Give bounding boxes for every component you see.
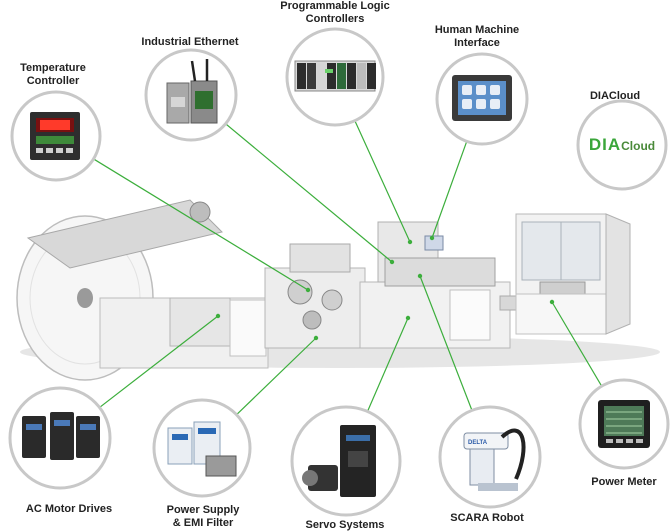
packaging-enclosure	[515, 213, 631, 335]
label-ac-motor-drives: AC Motor Drives	[25, 503, 113, 515]
connector-dot-power-meter	[549, 299, 555, 305]
power-meter-product-image	[598, 400, 650, 448]
connector-line-scara-robot	[419, 275, 473, 411]
servo-systems-product-image	[302, 425, 376, 497]
connector-dot-temperature-controller	[305, 287, 311, 293]
product-circle-industrial-ethernet[interactable]	[144, 48, 238, 142]
connector-lines	[93, 120, 603, 416]
connector-line-servo-systems	[366, 317, 409, 412]
product-circle-temperature-controller[interactable]	[10, 90, 102, 182]
power-supply-product-image	[167, 421, 237, 477]
hmi-product-image	[452, 75, 512, 121]
connector-line-power-meter	[551, 301, 603, 387]
connector-line-plc	[354, 120, 411, 243]
connector-line-power-supply	[236, 337, 317, 416]
connector-dot-servo-systems	[405, 315, 411, 321]
label-diacloud: DIACloud	[589, 90, 641, 102]
label-industrial-ethernet: Industrial Ethernet	[141, 36, 239, 48]
product-circle-servo-systems[interactable]	[290, 405, 402, 517]
industrial-ethernet-product-image	[166, 59, 218, 124]
product-circle-scara-robot[interactable]: DELTA	[438, 405, 542, 509]
connector-dot-scara-robot	[417, 273, 423, 279]
product-circles: DELTA	[8, 27, 670, 517]
connector-line-ac-motor-drives	[99, 315, 219, 408]
connector-dot-industrial-ethernet	[389, 259, 395, 265]
label-power-supply: Power Supply& EMI Filter	[166, 504, 240, 529]
product-circle-power-meter[interactable]	[578, 378, 670, 470]
connector-dot-ac-motor-drives	[215, 313, 221, 319]
product-circle-ac-motor-drives[interactable]	[8, 386, 112, 490]
diacloud-logo: DIACloud	[588, 135, 656, 154]
connector-line-industrial-ethernet	[225, 123, 393, 263]
production-machine	[16, 199, 660, 381]
product-circle-power-supply[interactable]	[152, 398, 252, 498]
connector-dot-plc	[407, 239, 413, 245]
connector-dot-hmi	[429, 235, 435, 241]
delta-brand-text: DELTA	[468, 440, 488, 446]
product-circle-diacloud[interactable]	[576, 99, 668, 191]
scara-robot-product-image: DELTA	[463, 428, 526, 491]
connector-dot-power-supply	[313, 335, 319, 341]
plc-product-image	[294, 60, 376, 92]
label-scara-robot: SCARA Robot	[450, 512, 524, 524]
connector-line-hmi	[431, 141, 468, 239]
label-power-meter: Power Meter	[591, 476, 657, 488]
product-circle-plc[interactable]	[285, 27, 385, 127]
label-servo-systems: Servo Systems	[305, 519, 385, 531]
temperature-controller-product-image	[30, 112, 80, 160]
product-circle-hmi[interactable]	[435, 52, 529, 146]
connector-line-temperature-controller	[93, 158, 309, 291]
ac-motor-drives-product-image	[22, 412, 100, 460]
